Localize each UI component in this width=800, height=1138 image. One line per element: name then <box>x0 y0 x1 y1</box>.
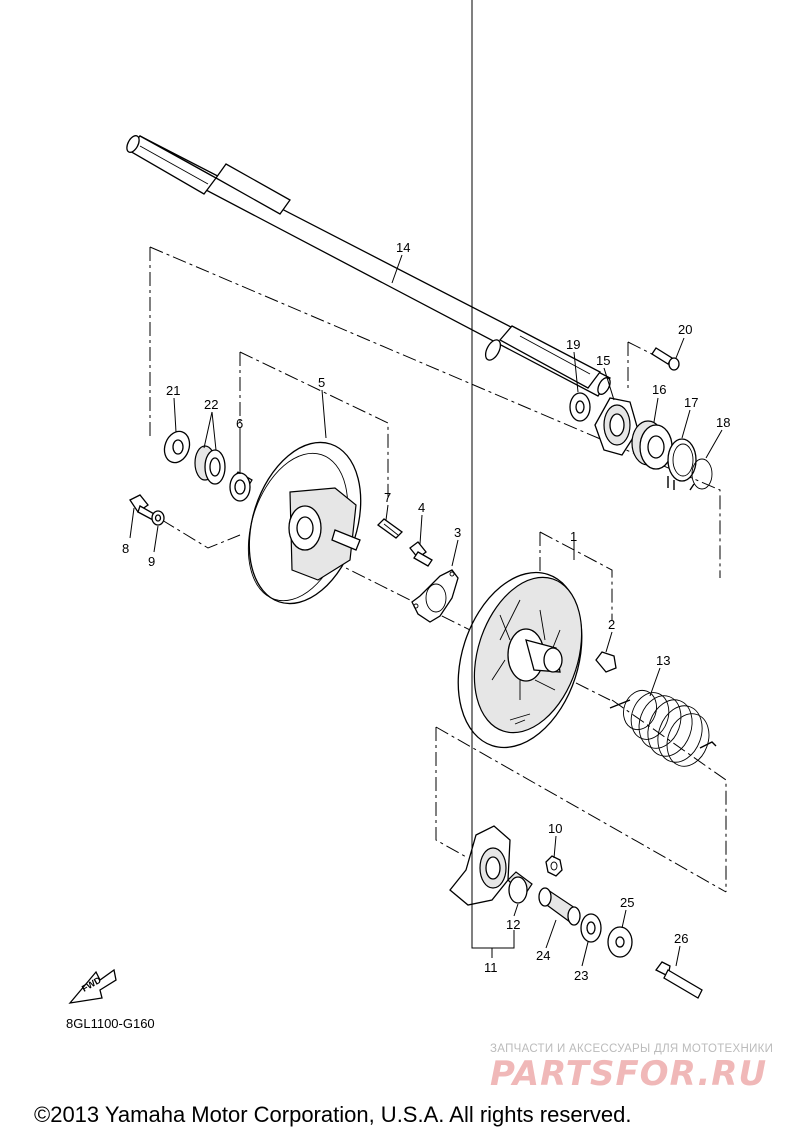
callout-20: 20 <box>678 322 692 337</box>
callout-18: 18 <box>716 415 730 430</box>
nut-part-10 <box>545 855 563 877</box>
assembly-guide-lines <box>149 246 727 893</box>
slider-part-2 <box>595 651 617 673</box>
washer-part-25 <box>607 926 633 958</box>
callout-4: 4 <box>418 500 425 515</box>
bolt-part-26 <box>655 961 703 999</box>
callout-24: 24 <box>536 948 550 963</box>
callout-3: 3 <box>454 525 461 540</box>
callout-15: 15 <box>596 353 610 368</box>
callout-1: 1 <box>570 529 577 544</box>
bracket-part-11 <box>449 825 511 906</box>
callout-10: 10 <box>548 821 562 836</box>
snap-ring-part-18 <box>689 458 713 491</box>
diagram-code: 8GL1100-G160 <box>66 1016 155 1031</box>
shaft-part-14 <box>126 135 611 397</box>
bearing-part-12 <box>507 871 533 904</box>
collar-part-24 <box>538 887 581 926</box>
fixed-sheave-part-5 <box>247 441 362 605</box>
callout-23: 23 <box>574 968 588 983</box>
spring-part-13 <box>609 689 717 767</box>
washer-part-21 <box>163 430 191 464</box>
callout-13: 13 <box>656 653 670 668</box>
bushing-part-22 <box>194 445 226 485</box>
circlip-part-17 <box>667 438 697 490</box>
washer-part-9 <box>151 510 165 526</box>
callout-19: 19 <box>566 337 580 352</box>
washer-part-19 <box>569 392 591 422</box>
callout-labels: 14 19 15 20 16 17 18 21 22 6 5 7 4 3 8 9… <box>122 240 730 983</box>
washer-part-23 <box>580 913 602 943</box>
callout-17: 17 <box>684 395 698 410</box>
copyright-notice: ©2013 Yamaha Motor Corporation, U.S.A. A… <box>34 1102 632 1127</box>
callout-12: 12 <box>506 917 520 932</box>
callout-9: 9 <box>148 554 155 569</box>
callout-22: 22 <box>204 397 218 412</box>
gasket-part-3 <box>411 569 459 623</box>
movable-sheave-part-1 <box>457 571 583 749</box>
stud-part-7 <box>377 518 403 539</box>
callout-25: 25 <box>620 895 634 910</box>
bolt-part-4 <box>409 541 433 567</box>
callout-16: 16 <box>652 382 666 397</box>
callout-21: 21 <box>166 383 180 398</box>
fwd-arrow-icon: FWD <box>68 968 117 1004</box>
callout-26: 26 <box>674 931 688 946</box>
bearing-part-16 <box>631 420 673 470</box>
leader-lines <box>129 0 723 967</box>
callout-11: 11 <box>484 960 498 975</box>
callout-6: 6 <box>236 416 243 431</box>
callout-5: 5 <box>318 375 325 390</box>
collar-part-6 <box>229 471 253 502</box>
callout-2: 2 <box>608 617 615 632</box>
callout-8: 8 <box>122 541 129 556</box>
callout-14: 14 <box>396 240 410 255</box>
cam-part-15 <box>594 397 639 456</box>
watermark-tagline: ЗАПЧАСТИ И АКСЕССУАРЫ ДЛЯ МОТОТЕХНИКИ <box>490 1043 774 1055</box>
watermark-logo: PARTSFOR.RU <box>490 1054 768 1094</box>
callout-7: 7 <box>384 490 391 505</box>
bolt-part-20 <box>651 347 680 371</box>
